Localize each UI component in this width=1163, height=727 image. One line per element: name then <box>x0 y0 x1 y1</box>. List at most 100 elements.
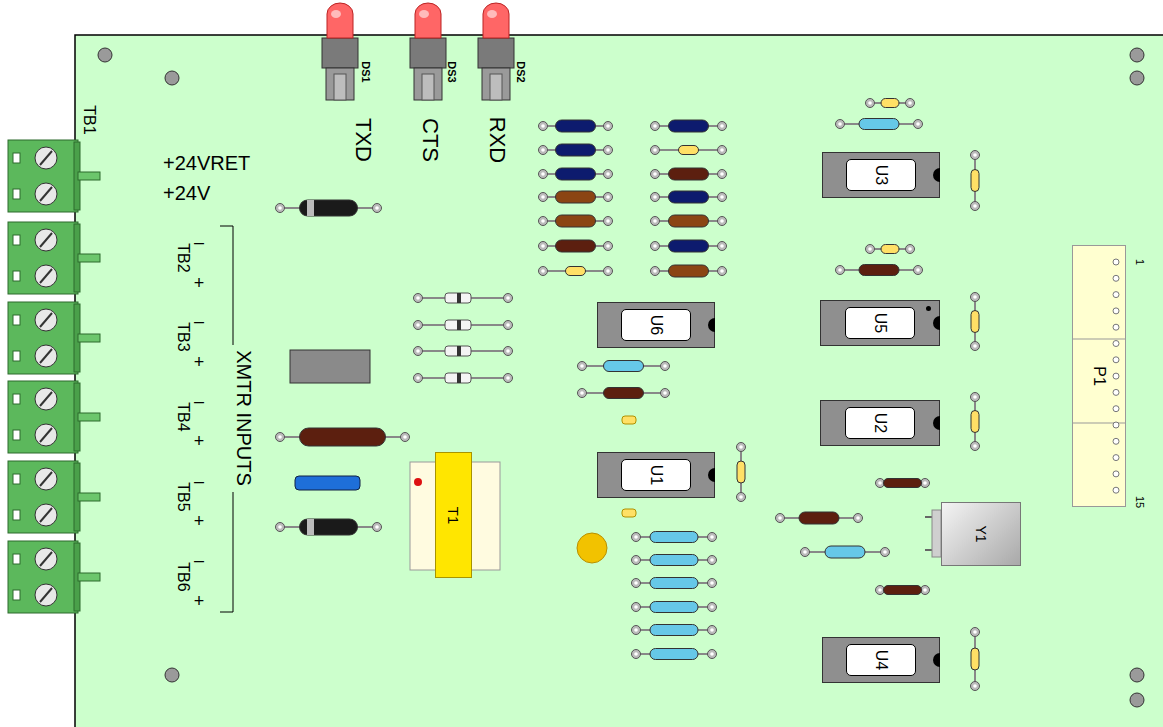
resistor <box>866 245 915 254</box>
part-designator: U4 <box>873 650 889 670</box>
part-designator: TB5 <box>175 482 191 511</box>
pin-one-dot <box>926 306 931 311</box>
ic-chip: U5 <box>820 300 940 346</box>
resistor <box>876 586 930 595</box>
part-designator: TB2 <box>175 243 191 272</box>
part-designator: TB4 <box>175 402 191 431</box>
resistor <box>971 293 980 351</box>
resistor <box>276 200 382 216</box>
chip-label-window: U1 <box>621 459 691 491</box>
resistor <box>971 393 980 451</box>
resistor <box>651 146 727 155</box>
terminal-block <box>8 140 100 212</box>
pin-number: 1 <box>1134 259 1145 265</box>
terminal-block <box>8 461 100 533</box>
chip-label-window: U4 <box>846 644 916 676</box>
signal-name: CTS <box>419 118 441 162</box>
chip-label-window: U2 <box>845 407 915 439</box>
polarity-mark: – <box>194 551 204 569</box>
glass-diode <box>414 373 513 383</box>
part-designator: Y1 <box>974 525 988 542</box>
resistor <box>801 546 890 558</box>
signal-name: TXD <box>352 118 374 162</box>
resistor <box>632 532 717 543</box>
resistor <box>971 151 980 211</box>
input-bracket <box>220 226 233 612</box>
part-designator: DS1 <box>360 61 371 82</box>
pin-number: 15 <box>1134 496 1145 508</box>
resistor <box>632 578 717 589</box>
part-designator: U6 <box>648 315 664 335</box>
resistor <box>737 443 746 502</box>
resistor <box>776 512 863 524</box>
small-capacitor <box>622 509 636 517</box>
chip-notch <box>933 653 940 667</box>
resistor <box>539 267 613 276</box>
polarity-mark: + <box>194 592 205 610</box>
terminal-block <box>8 541 100 613</box>
group-label: XMTR INPUTS <box>234 350 254 486</box>
ic-chip: U2 <box>820 400 940 446</box>
transformer: T1 <box>435 452 472 578</box>
resistor <box>578 361 670 372</box>
resistor <box>866 99 915 108</box>
resistor <box>876 479 930 488</box>
resistor <box>539 240 613 252</box>
resistor <box>836 265 923 276</box>
ic-chip: U6 <box>597 302 715 348</box>
crystal-leads <box>925 510 941 557</box>
terminal-block <box>8 222 100 294</box>
glass-diode <box>414 293 513 303</box>
circuit-board <box>75 35 1163 727</box>
polarity-mark: – <box>194 472 204 490</box>
chip-notch <box>933 316 940 330</box>
resistor <box>578 388 670 399</box>
resistor <box>539 144 613 156</box>
polarity-mark: – <box>194 312 204 330</box>
part-designator: U2 <box>872 413 888 433</box>
polarity-mark: – <box>194 392 204 410</box>
chip-label-window: U5 <box>845 307 915 339</box>
chip-notch <box>933 416 940 430</box>
led <box>478 3 514 100</box>
resistor <box>632 602 717 613</box>
part-designator: U1 <box>648 465 664 485</box>
part-designator: TB3 <box>175 322 191 351</box>
resistor <box>539 168 613 180</box>
part-designator: P1 <box>1091 366 1107 386</box>
resistor <box>651 120 727 132</box>
small-capacitor <box>622 416 636 424</box>
crystal: Y1 <box>941 502 1021 566</box>
resistor <box>539 215 613 227</box>
part-designator: T1 <box>446 506 461 524</box>
mounting-holes <box>98 48 1144 707</box>
part-designator: DS3 <box>446 61 457 82</box>
terminal-label: +24VRET <box>163 153 250 173</box>
chip-notch <box>708 468 715 482</box>
chip-notch <box>933 168 940 182</box>
part-designator: U5 <box>872 313 888 333</box>
terminal-block <box>8 381 100 453</box>
part-designator: TB1 <box>81 105 97 134</box>
resistor <box>276 428 410 446</box>
disc-capacitor <box>577 533 607 563</box>
terminal-block <box>8 302 100 374</box>
chip-label-window: U3 <box>846 159 916 191</box>
chip-label-window: U6 <box>621 309 691 341</box>
resistor <box>651 215 727 227</box>
polarity-mark: + <box>194 353 205 371</box>
resistor <box>651 168 727 180</box>
led <box>322 3 358 100</box>
resistor <box>539 120 613 132</box>
resistor <box>836 119 923 130</box>
glass-diode <box>414 346 513 356</box>
ic-chip: U1 <box>597 452 715 498</box>
part-designator: DS2 <box>515 61 526 82</box>
part-designator: TB6 <box>175 562 191 591</box>
resistor <box>651 265 727 277</box>
ic-chip: U4 <box>822 637 940 683</box>
signal-name: RXD <box>486 117 508 163</box>
ic-chip: U3 <box>822 152 940 198</box>
